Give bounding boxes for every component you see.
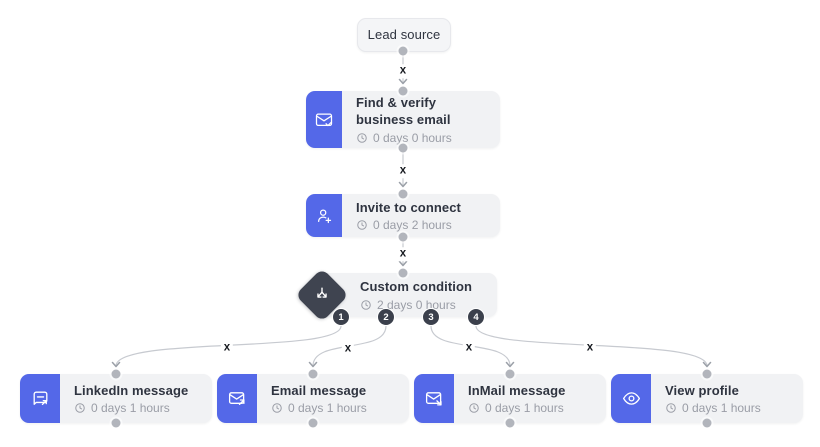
node-view-profile[interactable]: View profile 0 days 1 hours [611,374,803,423]
port-condition-top[interactable] [398,268,408,278]
node-title: LinkedIn message [74,382,189,398]
port-inmail-bottom[interactable] [505,418,515,428]
port-linkedin-top[interactable] [111,369,121,379]
node-duration: 0 days 1 hours [91,401,170,416]
node-inmail-message[interactable]: InMail message 0 days 1 hours [414,374,606,423]
delete-connector-button[interactable]: x [396,164,410,178]
delete-connector-button[interactable]: x [462,341,476,355]
port-email-bottom[interactable] [308,418,318,428]
branch-badge-1[interactable]: 1 [332,308,350,326]
mail-check-icon [306,91,342,148]
node-linkedin-message[interactable]: LinkedIn message 0 days 1 hours [20,374,212,423]
node-title: Email message [271,382,367,398]
port-email-top[interactable] [308,369,318,379]
node-custom-condition[interactable]: Custom condition 2 days 0 hours [316,273,497,317]
node-duration: 0 days 2 hours [373,218,452,233]
node-title: View profile [665,382,739,398]
clock-icon [272,403,282,414]
node-duration: 0 days 1 hours [485,401,564,416]
port-linkedin-bottom[interactable] [111,418,121,428]
delete-connector-button[interactable]: x [583,341,597,355]
clock-icon [357,220,367,231]
node-duration: 0 days 1 hours [288,401,367,416]
user-plus-icon [306,194,342,237]
clock-icon [357,133,367,143]
node-find-verify-email[interactable]: Find & verify business email 0 days 0 ho… [306,91,500,148]
port-view-profile-top[interactable] [702,369,712,379]
eye-icon [611,374,651,423]
node-title: Find & verify business email [356,95,451,127]
node-duration: 0 days 1 hours [682,401,761,416]
delete-connector-button[interactable]: x [220,341,234,355]
port-inmail-top[interactable] [505,369,515,379]
clock-icon [361,300,371,310]
port-find-verify-bottom[interactable] [398,143,408,153]
port-view-profile-bottom[interactable] [702,418,712,428]
branch-split-icon [317,287,327,298]
port-find-verify-top[interactable] [398,86,408,96]
branch-badge-2[interactable]: 2 [377,308,395,326]
delete-connector-button[interactable]: x [341,342,355,356]
node-duration: 0 days 0 hours [373,130,452,145]
delete-connector-button[interactable]: x [396,247,410,261]
branch-badge-4[interactable]: 4 [467,308,485,326]
clock-icon [75,403,85,414]
node-invite-to-connect[interactable]: Invite to connect 0 days 2 hours [306,194,500,237]
port-lead-source-bottom[interactable] [398,46,408,56]
mail-send-icon [217,374,257,423]
node-email-message[interactable]: Email message 0 days 1 hours [217,374,409,423]
clock-icon [666,403,676,414]
node-title: InMail message [468,382,566,398]
branch-badge-3[interactable]: 3 [422,308,440,326]
node-title: Custom condition [360,279,473,295]
node-lead-source[interactable]: Lead source [357,18,451,52]
chat-share-icon [20,374,60,423]
condition-diamond[interactable] [295,268,349,322]
port-invite-top[interactable] [398,189,408,199]
node-title: Invite to connect [356,199,461,215]
node-duration: 2 days 0 hours [377,297,456,312]
port-invite-bottom[interactable] [398,232,408,242]
delete-connector-button[interactable]: x [396,64,410,78]
node-title: Lead source [367,26,441,42]
mail-forward-icon [414,374,454,423]
clock-icon [469,403,479,414]
